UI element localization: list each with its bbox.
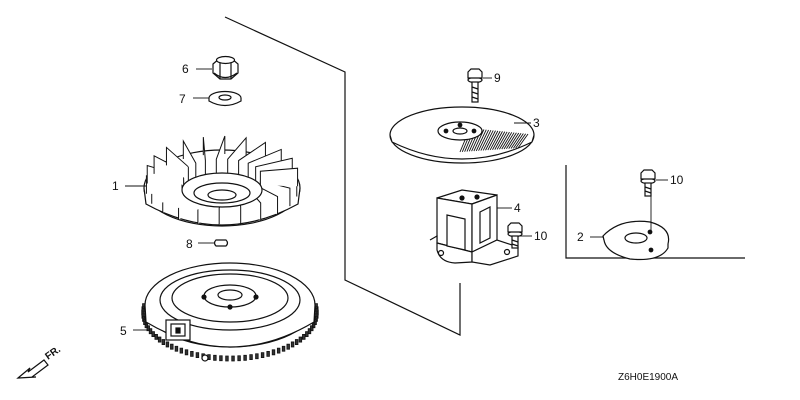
rib-line bbox=[508, 132, 520, 149]
rib-line bbox=[473, 129, 485, 152]
rib-line bbox=[475, 129, 487, 152]
rib-line bbox=[494, 131, 506, 150]
part-6-nut[interactable] bbox=[212, 55, 239, 80]
part-2-plate[interactable] bbox=[602, 220, 670, 261]
callout-10-lower: 10 bbox=[534, 229, 548, 243]
rib-line bbox=[496, 131, 508, 150]
part-5-flywheel[interactable] bbox=[141, 262, 319, 362]
fan-blade bbox=[165, 146, 189, 181]
rib-line bbox=[489, 130, 501, 151]
fan-blade bbox=[215, 135, 226, 174]
callout-9: 9 bbox=[494, 71, 501, 85]
part-10-bolt-upper[interactable] bbox=[640, 169, 656, 197]
rib-line bbox=[501, 132, 513, 150]
part-4-bracket[interactable] bbox=[429, 189, 519, 266]
callout-5: 5 bbox=[120, 324, 127, 338]
rib-line bbox=[482, 130, 494, 151]
part-8-key[interactable] bbox=[213, 239, 229, 247]
rib-line bbox=[512, 133, 524, 149]
fan-blade bbox=[238, 141, 266, 175]
rib-line bbox=[492, 131, 503, 150]
part-3-fan-cover[interactable] bbox=[389, 106, 535, 164]
rib-line bbox=[487, 130, 499, 151]
rib-line bbox=[503, 132, 515, 150]
drawing-code: Z6H0E1900A bbox=[618, 372, 678, 383]
group-boundary-lines bbox=[224, 16, 745, 336]
direction-label: FR. bbox=[43, 344, 63, 362]
rib-line bbox=[478, 129, 489, 151]
fan-blade bbox=[182, 139, 197, 178]
callout-labels: 6 7 1 8 5 9 3 4 10 10 2 bbox=[112, 62, 684, 338]
part-9-bolt[interactable] bbox=[467, 68, 483, 103]
fan-blade bbox=[227, 136, 247, 174]
callout-7: 7 bbox=[179, 92, 186, 106]
rib-line bbox=[485, 130, 496, 151]
front-direction-indicator: FR. bbox=[16, 344, 63, 379]
fan-blade bbox=[202, 137, 206, 175]
part-7-washer[interactable] bbox=[208, 90, 242, 107]
direction-arrow-icon bbox=[16, 359, 49, 379]
fan-blade bbox=[259, 167, 299, 187]
rib-line bbox=[517, 133, 529, 149]
callout-3: 3 bbox=[533, 116, 540, 130]
callout-10-upper: 10 bbox=[670, 173, 684, 187]
callout-6: 6 bbox=[182, 62, 189, 76]
callout-2: 2 bbox=[577, 230, 584, 244]
rib-line bbox=[499, 131, 510, 150]
part-1-cooling-fan[interactable] bbox=[143, 135, 301, 227]
callout-4: 4 bbox=[514, 201, 521, 215]
rib-line bbox=[515, 133, 527, 149]
cover-ribbing bbox=[459, 127, 529, 153]
leader-lines bbox=[125, 68, 668, 331]
rib-line bbox=[480, 129, 492, 151]
rib-line bbox=[510, 133, 522, 149]
rib-line bbox=[506, 132, 517, 150]
callout-8: 8 bbox=[186, 237, 193, 251]
part-10-bolt-lower[interactable] bbox=[507, 222, 523, 249]
callout-1: 1 bbox=[112, 179, 119, 193]
